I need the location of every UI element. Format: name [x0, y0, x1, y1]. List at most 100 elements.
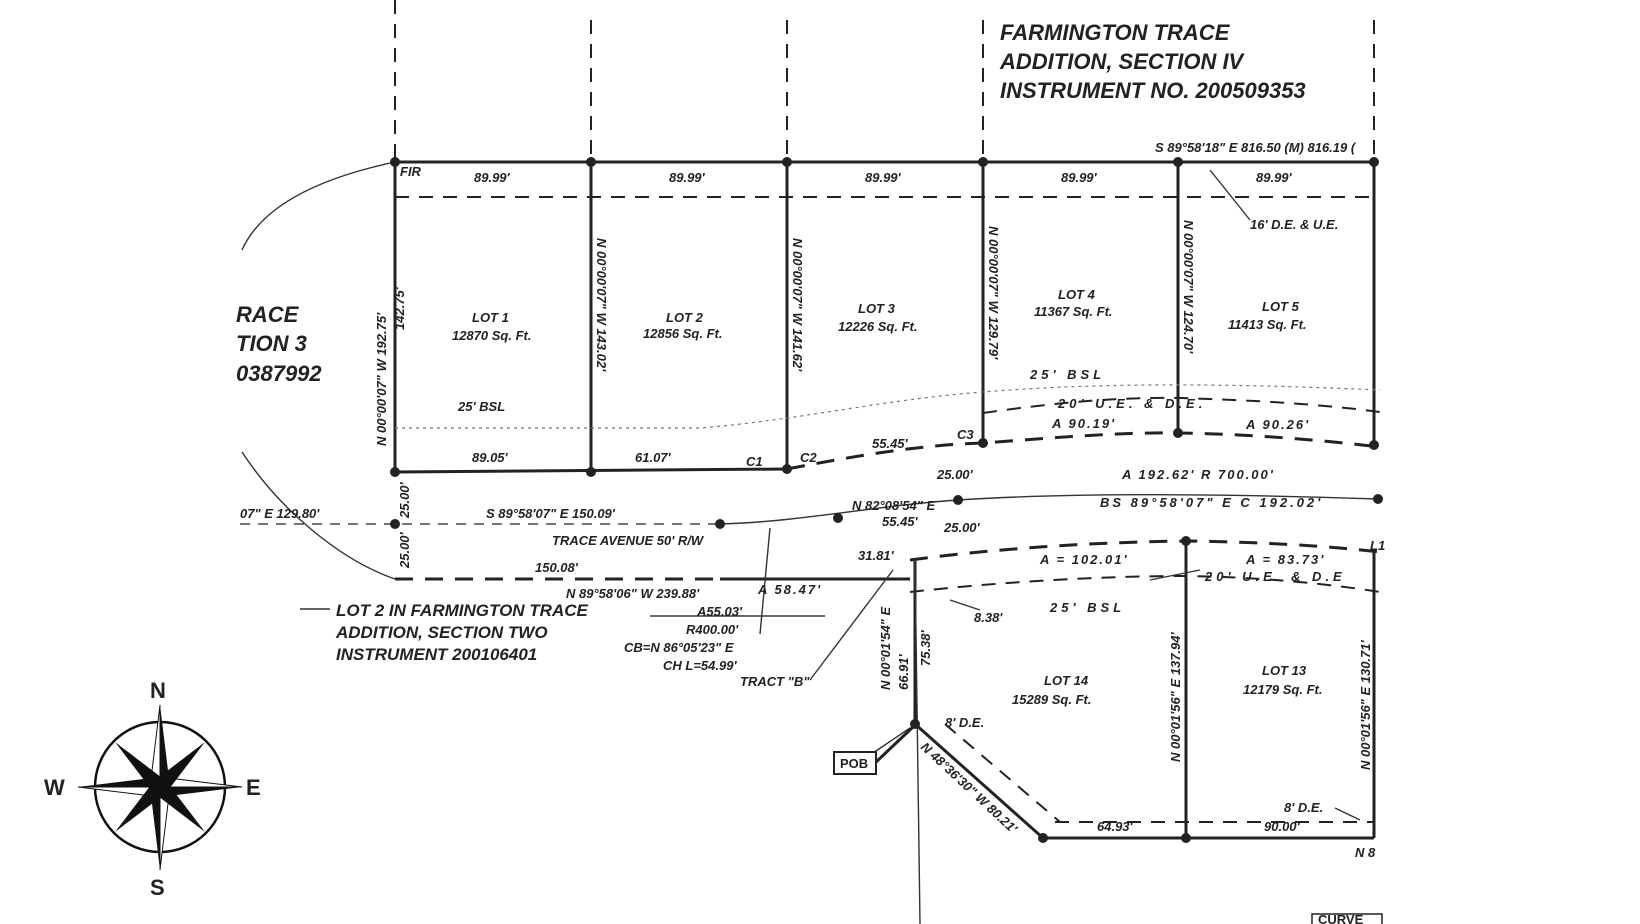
extension-lines — [394, 0, 1375, 160]
north-width-lot2: 89.99' — [669, 170, 706, 185]
bearing-lot2-3: N 00°00'07" W 141.62' — [790, 238, 805, 372]
front-lot1: 89.05' — [472, 450, 509, 465]
corner-monuments — [390, 157, 1383, 843]
lot2-name: LOT 2 — [666, 310, 704, 325]
bearing-lot1-depth: 142.75' — [392, 286, 407, 330]
lot2-note-line2: ADDITION, SECTION TWO — [335, 623, 548, 642]
street — [240, 493, 1381, 593]
north-easement: 16' D.E. & U.E. — [1250, 217, 1338, 232]
lots-north: LOT 1 12870 Sq. Ft. LOT 2 12856 Sq. Ft. … — [452, 287, 1307, 343]
south-lots — [913, 541, 1376, 924]
front-lot2: 61.07' — [635, 450, 672, 465]
front-lot-line — [394, 384, 1381, 474]
street-name: TRACE AVENUE 50' R/W — [552, 533, 705, 548]
bsl-north-left: 25' BSL — [457, 399, 505, 414]
lot2-note-line1: LOT 2 IN FARMINGTON TRACE — [336, 601, 589, 620]
lot2-note-line3: INSTRUMENT 200106401 — [336, 645, 537, 664]
curve-table: CURVE — [1311, 912, 1383, 924]
bottom-right: N 8 — [1355, 845, 1376, 860]
north-width-lot5: 89.99' — [1256, 170, 1293, 185]
row-east-south: 25.00' — [943, 520, 981, 535]
street-west-bearing: 07" E 129.80' — [240, 506, 320, 521]
north-width-lot1: 89.99' — [474, 170, 511, 185]
west-line1: RACE — [236, 302, 300, 327]
lot14-area: 15289 Sq. Ft. — [1012, 692, 1091, 707]
curve-c2: C2 — [800, 450, 817, 465]
street-seg-east: 55.45' — [882, 514, 919, 529]
pob-up-length: 66.91' — [896, 653, 911, 690]
street-chord: BS 89°58'07" E C 192.02' — [1100, 495, 1323, 510]
row-east-north: 25.00' — [936, 467, 974, 482]
lot3-name: LOT 3 — [858, 301, 896, 316]
title-line1: FARMINGTON TRACE — [1000, 20, 1231, 45]
ue-de-north: 20' U.E. & D.E. — [1057, 396, 1206, 411]
bottom-lot13: 90.00' — [1264, 819, 1301, 834]
west-line3: 0387992 — [236, 361, 322, 386]
title-block: FARMINGTON TRACE ADDITION, SECTION IV IN… — [999, 20, 1306, 103]
lot13-name: LOT 13 — [1262, 663, 1307, 678]
setback-labels: 25' BSL 25' BSL 20' U.E. & D.E. A 90.19'… — [457, 367, 1342, 615]
north-arrow: N S E W — [44, 678, 261, 900]
curve-r: R400.00' — [686, 622, 739, 637]
bsl-south: 25' BSL — [1049, 600, 1125, 615]
lot4-area: 11367 Sq. Ft. — [1034, 304, 1113, 319]
seg-3181: 31.81' — [858, 548, 895, 563]
compass-s: S — [150, 875, 165, 900]
front-lot3: 55.45' — [872, 436, 909, 451]
lot14-east-bearing: N 00°01'56" E 137.94' — [1168, 632, 1183, 762]
west-line2: TION 3 — [236, 331, 307, 356]
curve-a: A55.03' — [696, 604, 743, 619]
lot2-area: 12856 Sq. Ft. — [643, 326, 722, 341]
lot14-name: LOT 14 — [1044, 673, 1089, 688]
lot13-east-bearing: N 00°01'56" E 130.71' — [1358, 640, 1373, 770]
seg-7538: 75.38' — [918, 629, 933, 666]
de-west: 8' D.E. — [945, 715, 984, 730]
bearing-lot1-2: N 00°00'07" W 143.02' — [594, 238, 609, 372]
north-width-lot3: 89.99' — [865, 170, 902, 185]
lot1-area: 12870 Sq. Ft. — [452, 328, 531, 343]
arcs-west — [241, 161, 396, 580]
pob-marker: POB — [833, 725, 915, 775]
curve-c3: C3 — [957, 427, 974, 442]
leaders — [300, 169, 1361, 821]
lot1-name: LOT 1 — [472, 310, 509, 325]
compass-e: E — [246, 775, 261, 800]
compass-n: N — [150, 678, 166, 703]
lot13-area: 12179 Sq. Ft. — [1243, 682, 1322, 697]
fir-label: FIR — [400, 164, 422, 179]
pob-up-bearing: N 00°01'54" E — [878, 607, 893, 690]
street-bearing-east: N 82°08'54" E — [852, 498, 935, 513]
compass-w: W — [44, 775, 65, 800]
curve-c1: C1 — [746, 454, 763, 469]
l1-label: L1 — [1370, 538, 1385, 553]
side-bearings: N 00°00'07" W 192.75' 142.75' N 00°00'07… — [374, 220, 1196, 446]
front-segment-labels: 89.05' 61.07' C1 C2 C3 55.45' — [472, 427, 974, 469]
street-labels: 07" E 129.80' S 89°58'07" E 150.09' TRAC… — [240, 467, 1323, 569]
south-arc: A 58.47' — [757, 582, 822, 597]
west-subdivision-label: RACE TION 3 0387992 — [236, 302, 322, 386]
south-line-labels: 150.08' N 89°58'06" W 239.88' A 58.47' A… — [535, 538, 1385, 689]
arc-lot5: A 90.26' — [1245, 417, 1310, 432]
lot3-area: 12226 Sq. Ft. — [838, 319, 917, 334]
south-west-seg: 150.08' — [535, 560, 579, 575]
diag-bearing: N 48°36'30" W 80.21' — [918, 739, 1021, 836]
row-north: 25.00' — [397, 481, 412, 519]
lot5-name: LOT 5 — [1262, 299, 1300, 314]
title-line2: ADDITION, SECTION IV — [999, 49, 1246, 74]
curve-ch: CH L=54.99' — [663, 658, 737, 673]
seg-838: 8.38' — [974, 610, 1003, 625]
north-width-lot4: 89.99' — [1061, 170, 1098, 185]
arc-lot13: A = 83.73' — [1245, 552, 1325, 567]
south-bearing: N 89°58'06" W 239.88' — [566, 586, 700, 601]
bottom-lot14: 64.93' — [1097, 819, 1134, 834]
north-bearing: S 89°58'18" E 816.50 (M) 816.19 ( — [1155, 140, 1357, 155]
arc-lot4: A 90.19' — [1051, 416, 1116, 431]
curve-cb: CB=N 86°05'23" E — [624, 640, 734, 655]
bearing-lot3-4: N 00°00'07" W 129.79' — [986, 226, 1001, 360]
row-south: 25.00' — [397, 531, 412, 569]
north-line-labels: S 89°58'18" E 816.50 (M) 816.19 ( FIR 89… — [400, 140, 1357, 232]
lots-south: LOT 14 15289 Sq. Ft. LOT 13 12179 Sq. Ft… — [1012, 663, 1322, 707]
curve-table-header: CURVE — [1318, 912, 1364, 924]
bsl-north-right: 25' BSL — [1029, 367, 1105, 382]
